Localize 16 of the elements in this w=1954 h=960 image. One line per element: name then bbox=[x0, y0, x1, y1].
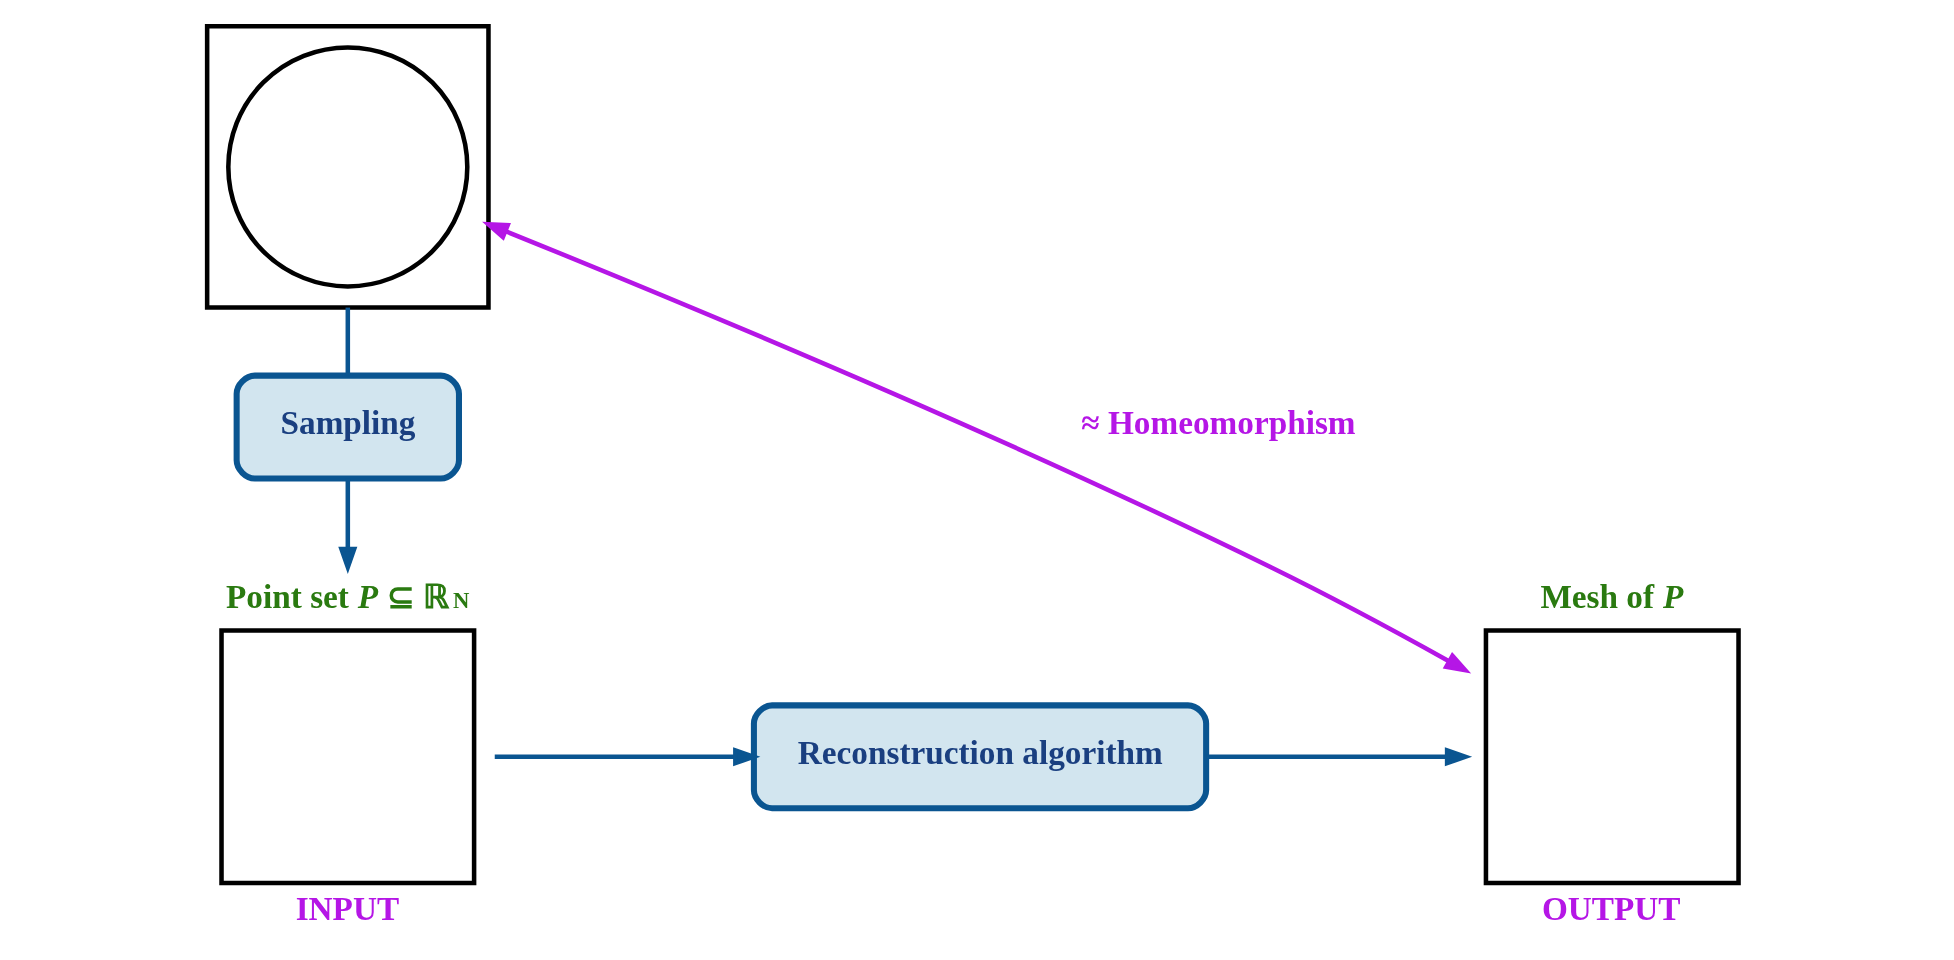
node-label: Mesh of P bbox=[1540, 577, 1684, 615]
node-box bbox=[219, 628, 477, 886]
node-label: Point set P ⊆ ℝN bbox=[226, 577, 470, 615]
connector bbox=[345, 307, 351, 376]
edge-label: ≈ Homeomorphism bbox=[1081, 404, 1356, 442]
node-label: INPUT bbox=[295, 889, 400, 927]
node-box: Sampling bbox=[233, 372, 462, 482]
arrow bbox=[338, 478, 358, 574]
node-circle bbox=[226, 45, 470, 289]
arrow bbox=[482, 221, 1472, 674]
node-box bbox=[1483, 628, 1741, 886]
cluster bbox=[204, 24, 491, 310]
node-label: OUTPUT bbox=[1541, 889, 1681, 927]
arrow bbox=[1206, 747, 1473, 767]
arrow bbox=[494, 747, 761, 767]
node-box: Reconstruction algorithm bbox=[750, 702, 1210, 812]
